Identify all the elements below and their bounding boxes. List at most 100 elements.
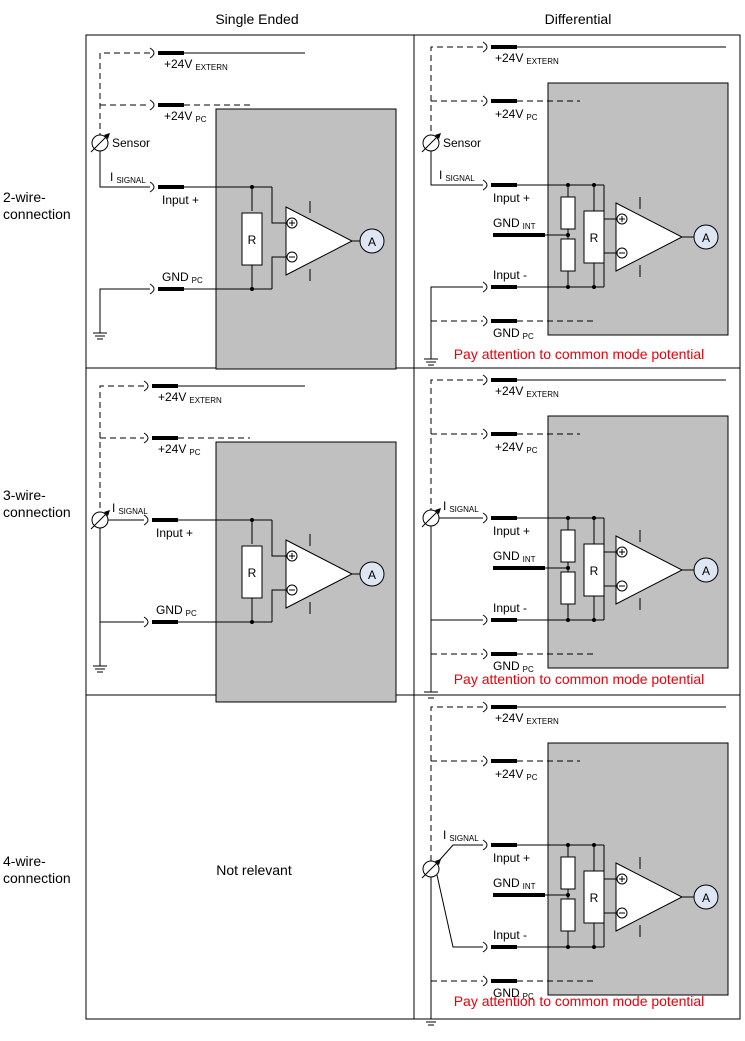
- junction-dot: [566, 285, 570, 289]
- sensor-arrowhead: [435, 508, 441, 514]
- row-label-3-wire: connection: [3, 504, 71, 520]
- wire: [603, 585, 616, 620]
- warning-text: Pay attention to common mode potential: [454, 993, 705, 1009]
- module-box: [547, 82, 729, 336]
- ammeter-icon: [359, 561, 385, 587]
- wire: [271, 520, 286, 557]
- table-frame: [85, 34, 741, 1020]
- wire: [603, 518, 616, 553]
- connector-socket: [143, 514, 149, 526]
- connector-socket: [482, 428, 488, 440]
- junction-dot: [250, 518, 254, 522]
- resistor: [560, 898, 576, 932]
- connector-socket: [482, 512, 488, 524]
- label-input-minus: Input -: [493, 601, 527, 615]
- label-input-plus: Input +: [493, 851, 530, 865]
- wire: [271, 256, 286, 289]
- connector-socket: [482, 614, 488, 626]
- junction-dot: [250, 287, 254, 291]
- ammeter-icon: [693, 884, 719, 910]
- resistor-label: R: [248, 566, 257, 580]
- row-label-2-wire: connection: [3, 206, 71, 222]
- connector-socket: [482, 975, 488, 987]
- wire: [271, 589, 286, 622]
- connector-socket: [482, 755, 488, 767]
- ammeter-icon: [693, 557, 719, 583]
- junction-dot: [566, 233, 570, 237]
- wire: [99, 288, 150, 333]
- resistor-label: R: [590, 231, 599, 245]
- row-label-2-wire: 2-wire-: [3, 189, 46, 205]
- wire: [430, 706, 483, 861]
- label-sensor: Sensor: [443, 136, 481, 150]
- ammeter-icon: [359, 228, 385, 254]
- connector-socket: [482, 281, 488, 293]
- label-input-plus: Input +: [162, 193, 199, 207]
- not-relevant-text: Not relevant: [216, 862, 292, 878]
- resistor-label: R: [590, 564, 599, 578]
- label-input-minus: Input -: [493, 268, 527, 282]
- ammeter-label: A: [702, 564, 710, 578]
- amplifier-triangle: [615, 862, 684, 932]
- wire: [99, 151, 150, 188]
- wire: [430, 379, 483, 510]
- ammeter-label: A: [702, 231, 710, 245]
- resistor: [560, 571, 576, 605]
- resistor-label: R: [248, 233, 257, 247]
- junction-dot: [566, 566, 570, 570]
- wire: [99, 52, 150, 135]
- amplifier-triangle: [285, 206, 354, 276]
- amplifier-triangle: [285, 539, 354, 609]
- ammeter-icon: [693, 224, 719, 250]
- connector-socket: [482, 95, 488, 107]
- module-box: [547, 415, 729, 669]
- connector-socket: [482, 179, 488, 191]
- connector-socket: [482, 701, 488, 713]
- wire: [603, 845, 616, 880]
- wire: [430, 151, 483, 186]
- connector-socket: [149, 47, 155, 59]
- connector-socket: [149, 283, 155, 295]
- connector-socket: [149, 181, 155, 193]
- ammeter-label: A: [368, 235, 376, 249]
- connector-socket: [143, 616, 149, 628]
- resistor: [560, 196, 576, 230]
- resistor: [560, 238, 576, 272]
- resistor: [560, 856, 576, 890]
- wire: [603, 252, 616, 287]
- label-input-plus: Input +: [493, 524, 530, 538]
- ammeter-label: A: [702, 891, 710, 905]
- wire: [271, 187, 286, 224]
- connector-socket: [482, 315, 488, 327]
- junction-dot: [592, 618, 596, 622]
- wire: [99, 385, 144, 512]
- junction-dot: [566, 618, 570, 622]
- connector-socket: [482, 648, 488, 660]
- warning-text: Pay attention to common mode potential: [454, 671, 705, 687]
- junction-dot: [250, 185, 254, 189]
- row-label-4-wire: 4-wire-: [3, 853, 46, 869]
- wire: [430, 286, 483, 359]
- amplifier-triangle: [615, 535, 684, 605]
- label-input-plus: Input +: [493, 191, 530, 205]
